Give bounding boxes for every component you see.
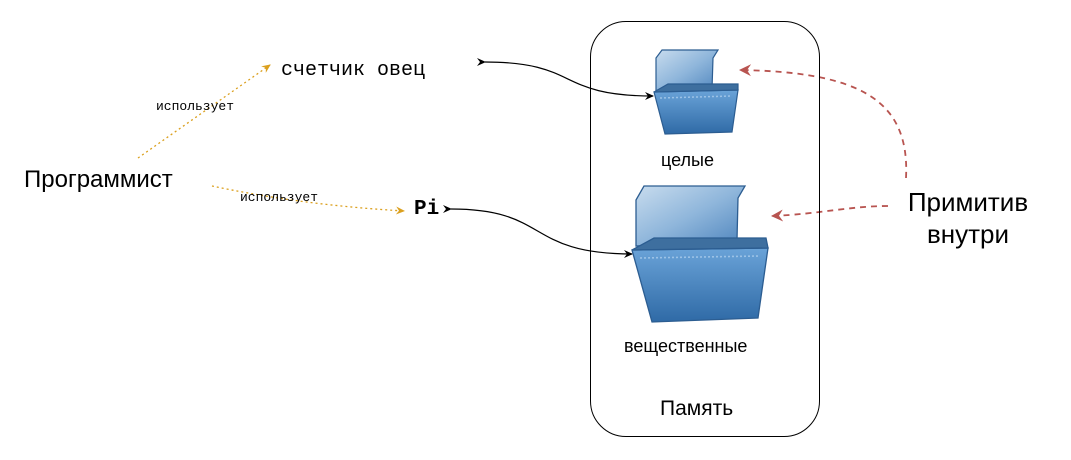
primitive-arrow-to-reals	[771, 205, 889, 222]
sheep-counter-variable: счетчик овец	[281, 59, 426, 82]
integers-label: целые	[661, 150, 714, 170]
link-pi-to-reals-box	[442, 204, 633, 258]
programmer-label: Программист	[24, 166, 173, 193]
uses-label-bottom: использует	[240, 190, 319, 205]
uses-arrow-to-sheep-counter	[137, 64, 271, 159]
primitive-line-2: внутри	[926, 219, 1010, 249]
primitive-arrow-to-integers	[739, 64, 908, 179]
uses-label-top: использует	[156, 99, 235, 114]
integers-storage-box-icon	[653, 49, 739, 135]
memory-title: Память	[660, 397, 734, 420]
memory-container	[590, 21, 820, 437]
reals-label: вещественные	[624, 336, 748, 356]
link-sheep-counter-to-integers-box	[476, 57, 654, 100]
pi-variable: Pi	[414, 198, 440, 221]
primitive-line-1: Примитив	[907, 187, 1029, 217]
primitive-inside-label: Примитив внутри	[898, 186, 1038, 250]
reals-storage-box-icon	[631, 185, 769, 323]
